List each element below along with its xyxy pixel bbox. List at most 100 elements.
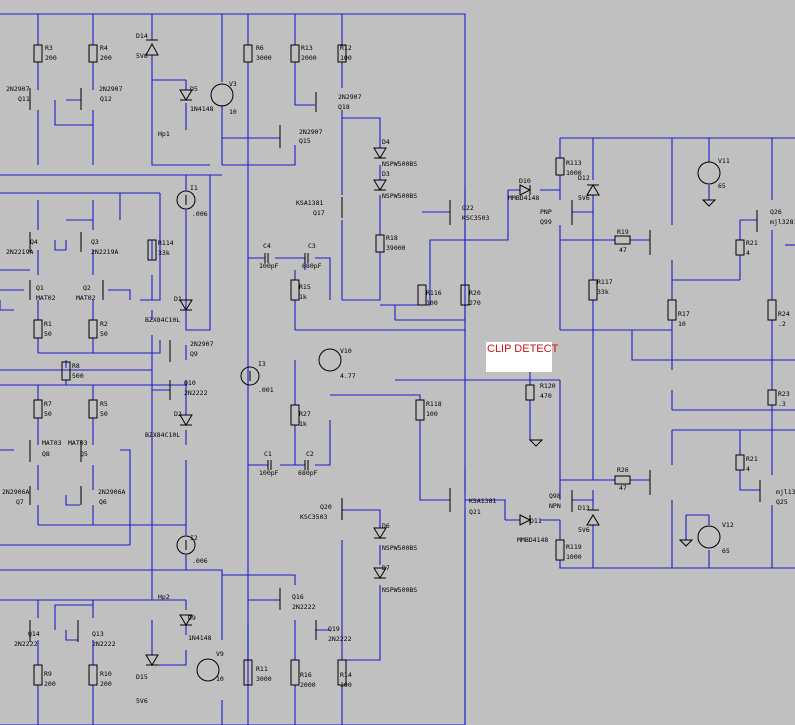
label-mat03-q5: MAT03 [68,439,88,447]
label-r21-top: R21 [746,239,758,247]
label-r3-val: 200 [45,54,57,62]
label-q25: Q25 [776,498,788,506]
label-d14-val: 5V6 [136,52,148,60]
label-2n2907-q12: 2N2907 [99,85,123,93]
label-q20: Q20 [320,503,332,511]
label-r16: R16 [300,671,312,679]
label-mat02-q1: MAT02 [36,294,56,302]
label-v12-val: 65 [722,547,730,555]
label-r9-val: 200 [44,680,56,688]
label-r11: R11 [256,665,268,673]
label-d4: D4 [382,138,390,146]
label-r7: R7 [44,400,52,408]
label-r4-val: 200 [100,54,112,62]
label-r14-val: 100 [340,681,352,689]
label-pnp: PNP [540,208,552,216]
label-2n2219a-q4: 2N2219A [6,248,33,256]
label-r6: R6 [256,44,264,52]
label-r26-val: 47 [619,484,627,492]
label-r19-val: 47 [619,246,627,254]
label-q15: Q15 [299,137,311,145]
label-d1: D1 [174,295,182,303]
label-i1: I1 [190,184,198,192]
label-i2-val: .006 [192,557,208,565]
label-r117: R117 [597,278,613,286]
label-ksa1381-q21: KSA1381 [469,497,496,505]
label-r116-top: R116 [426,289,442,297]
label-r8-val: 500 [72,372,84,380]
label-r116-top-val: 100 [426,299,438,307]
label-r114-val: 33k [158,249,170,257]
label-v3: V3 [229,80,237,88]
label-q18: Q18 [338,103,350,111]
label-r3: R3 [45,44,53,52]
label-r117-val: 33k [597,288,609,296]
label-q98: Q98 [549,492,561,500]
label-c3-val: 680pF [302,262,322,270]
label-r120: R120 [540,382,556,390]
label-r1-val: 50 [44,330,52,338]
label-mjl-q25: mjl1302 [776,488,795,496]
label-d6: D6 [382,522,390,530]
label-d10-val: MMBD4148 [508,194,539,202]
label-2n2906a-q7: 2N2906A [2,488,29,496]
label-r12-val: 100 [340,54,352,62]
label-d14: D14 [136,32,148,40]
label-hp1: Hp1 [158,130,170,138]
label-r27: R27 [299,410,311,418]
label-q6: Q6 [99,498,107,506]
label-d3: D3 [382,170,390,178]
label-r113-val: 1000 [566,169,582,177]
label-r14: R14 [340,671,352,679]
clip-detect-label: CLIP DETECT [487,343,559,355]
label-q9: Q9 [190,350,198,358]
label-d9: D9 [188,614,196,622]
label-r2-val: 50 [100,330,108,338]
label-mat02-q2: MAT02 [76,294,96,302]
label-r15: R15 [299,283,311,291]
label-c4-val: 100pF [259,262,279,270]
label-r1: R1 [44,320,52,328]
label-i1-val: .006 [192,210,208,218]
label-d1-val: BZX84C10L [145,316,180,324]
label-q14: Q14 [28,630,40,638]
label-q11: Q11 [18,95,30,103]
label-q2: Q2 [83,284,91,292]
label-r21-top-val: 4 [746,249,750,257]
label-r17: R17 [678,310,690,318]
label-r116-bottom-val: 100 [426,410,438,418]
label-r11-val: 3000 [256,675,272,683]
label-d12-val: 5V6 [578,194,590,202]
label-c1-val: 100pF [259,469,279,477]
label-2n2907-q11: 2N2907 [6,85,30,93]
label-d7: D7 [382,564,390,572]
label-r120-val: 470 [540,392,552,400]
label-d15: D15 [136,673,148,681]
label-q19: Q19 [328,625,340,633]
label-v11-val: 65 [718,182,726,190]
label-q17: Q17 [313,209,325,217]
label-r27-val: 1k [299,420,307,428]
label-d6-val: NSPW500BS [382,544,417,552]
label-q22: Q22 [462,204,474,212]
label-r24-val: .2 [778,320,786,328]
label-r18-val: 39000 [386,244,406,252]
label-2n2907-q18: 2N2907 [338,93,362,101]
label-d5-val: 1N4148 [190,105,214,113]
label-r20-val: 270 [469,299,481,307]
label-d13-val: 5V6 [578,526,590,534]
label-r119-val: 1000 [566,553,582,561]
label-2n2222-q10: 2N2222 [184,389,208,397]
label-r116-bottom: R118 [426,400,442,408]
label-q21: Q21 [469,508,481,516]
label-d12: D12 [578,174,590,182]
label-q13: Q13 [92,630,104,638]
label-2n2907-q15: 2N2907 [299,128,323,136]
label-r20: R20 [469,289,481,297]
label-hp2: Hp2 [158,593,170,601]
label-v3-val: 10 [229,108,237,116]
label-r114: R114 [158,239,174,247]
label-c4: C4 [263,242,271,250]
